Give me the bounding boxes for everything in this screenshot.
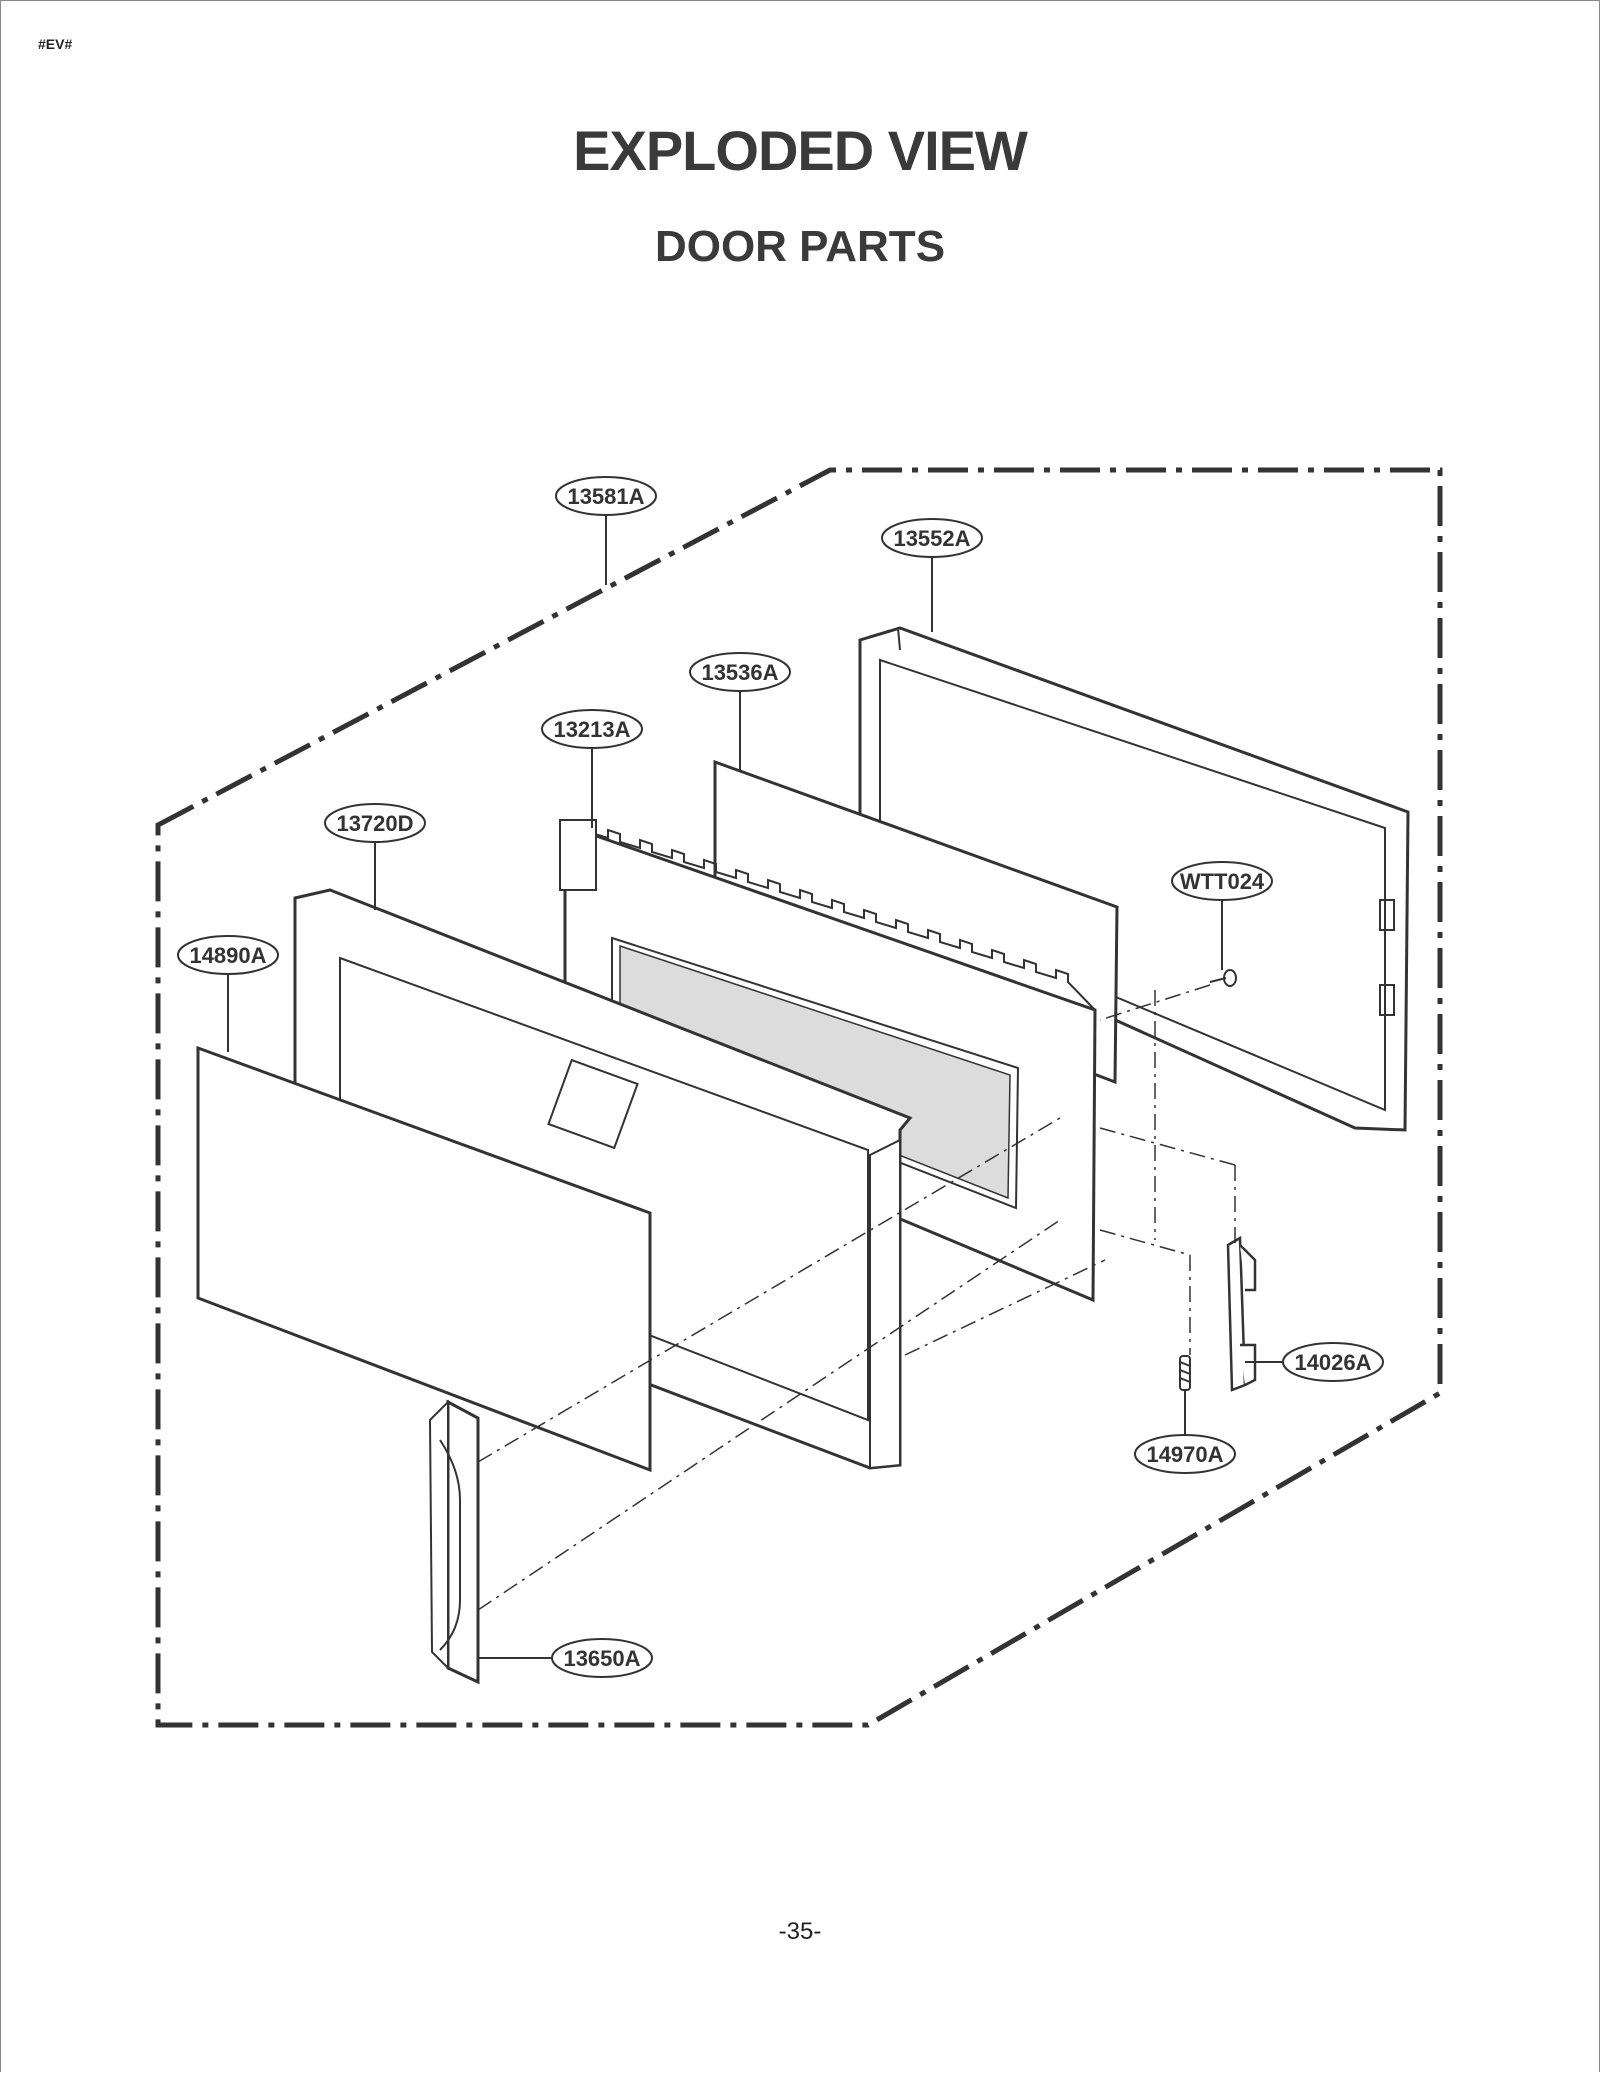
callout-14026A: 14026A xyxy=(1294,1350,1371,1375)
callout-bubbles xyxy=(177,476,1384,1678)
callout-13720D: 13720D xyxy=(336,811,413,836)
document-tag: #EV# xyxy=(38,36,73,52)
page-title: EXPLODED VIEW xyxy=(573,119,1028,182)
callout-13581A: 13581A xyxy=(567,484,644,509)
callout-14970A: 14970A xyxy=(1146,1442,1223,1467)
page-subtitle: DOOR PARTS xyxy=(654,222,946,271)
callout-WTT024: WTT024 xyxy=(1180,869,1265,894)
door-outer-frame-part xyxy=(293,888,913,1470)
screw-part xyxy=(1209,969,1237,987)
front-panel-part xyxy=(196,1045,652,1473)
callout-labels: 13581A 13552A 13536A 13213A 13720D 14890… xyxy=(189,484,1371,1671)
leader-lines xyxy=(227,516,1283,1659)
callout-13536A: 13536A xyxy=(701,660,778,685)
callout-14890A: 14890A xyxy=(189,943,266,968)
callout-13552A: 13552A xyxy=(893,526,970,551)
spring-part xyxy=(1179,1355,1191,1391)
callout-13650A: 13650A xyxy=(563,1646,640,1671)
handle-part xyxy=(428,1399,480,1685)
page-number: -35- xyxy=(778,1918,822,1945)
assembly-boundary xyxy=(155,467,1443,1728)
callout-13213A: 13213A xyxy=(553,717,630,742)
latch-part xyxy=(1226,1235,1257,1392)
alignment-lines xyxy=(477,984,1236,1611)
